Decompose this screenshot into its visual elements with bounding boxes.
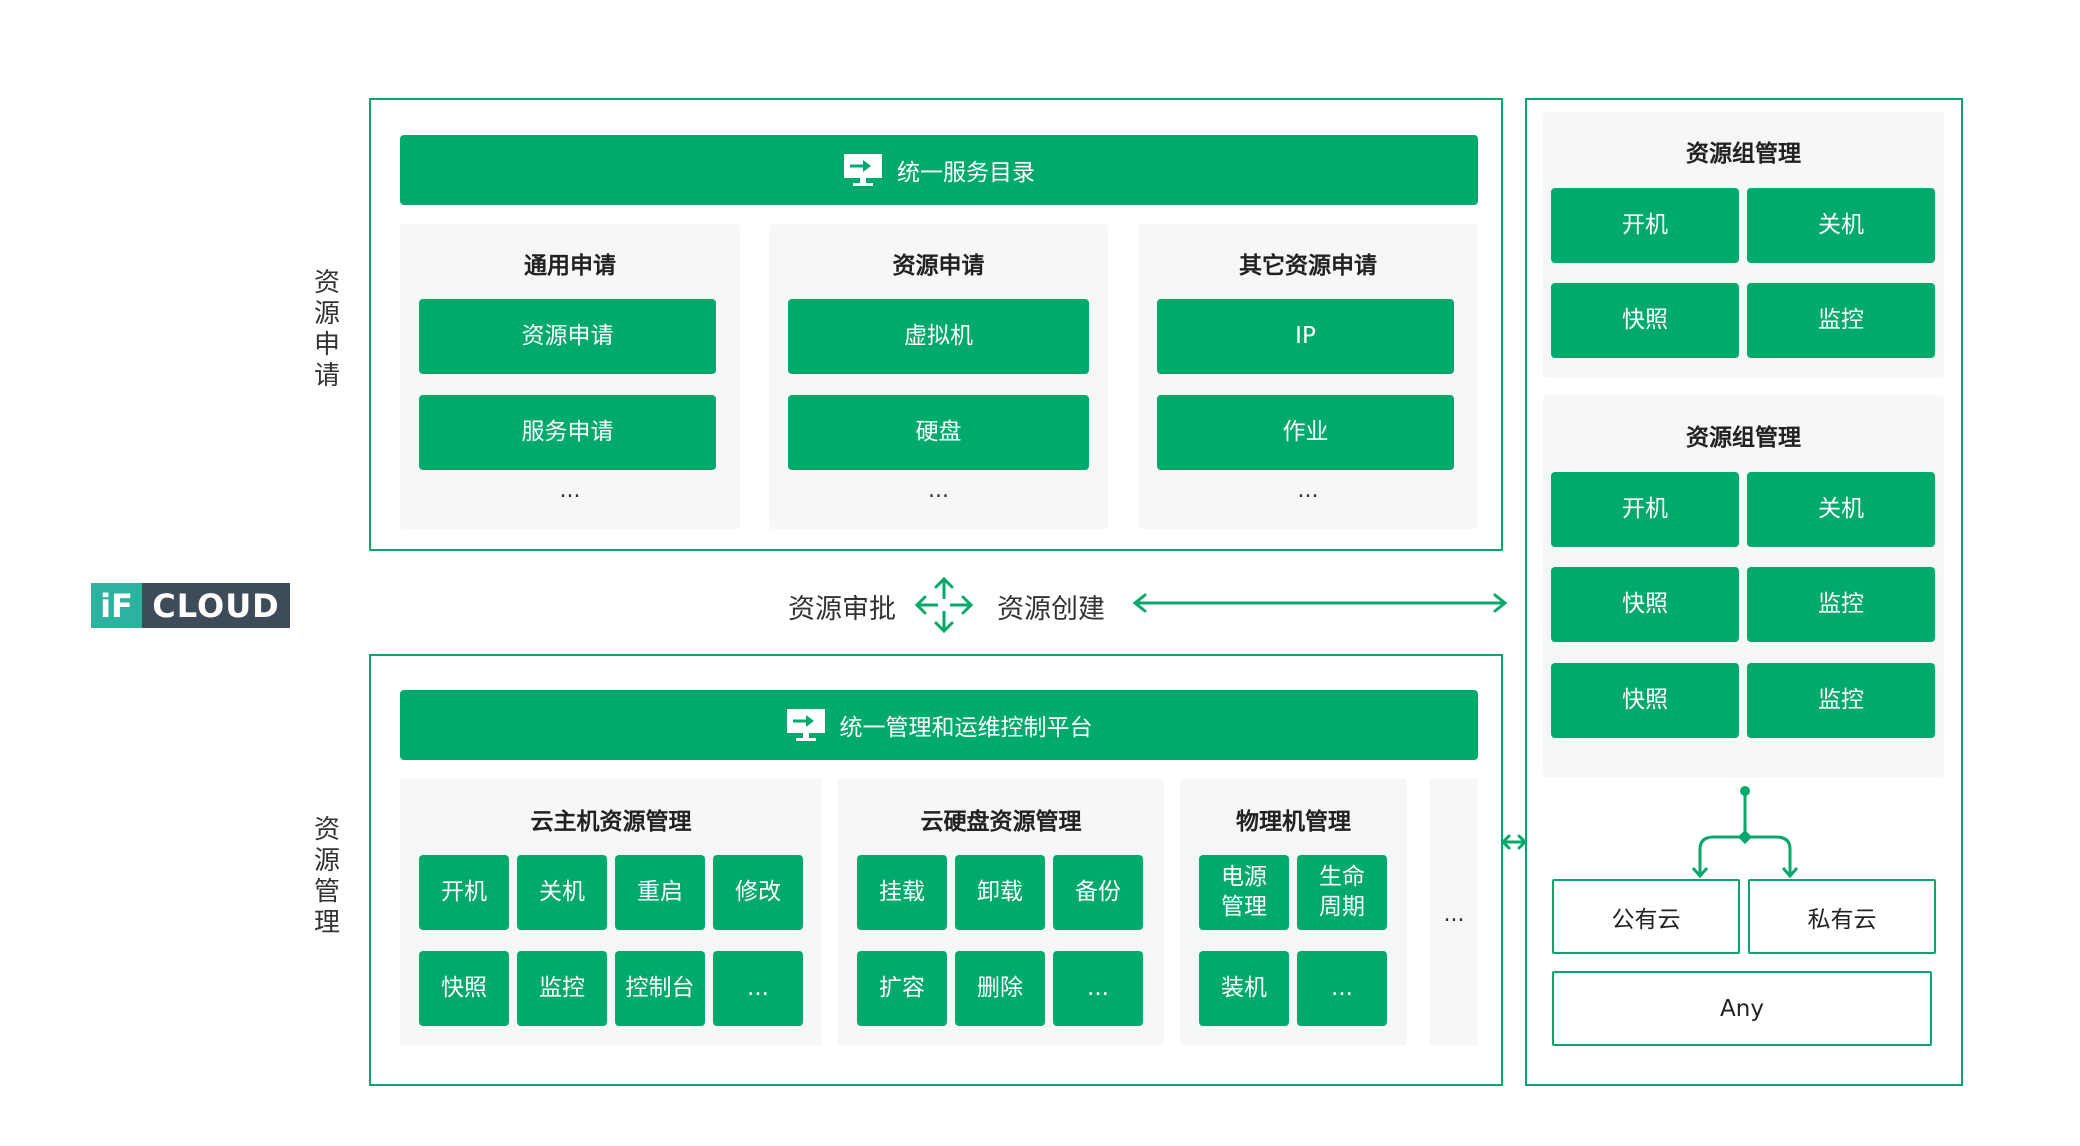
resource-approve-label: 资源审批 — [788, 594, 896, 625]
group2-power-on-button[interactable]: 开机 — [1551, 472, 1739, 547]
resource-apply-more: ... — [928, 478, 949, 503]
group2-monitor-button[interactable]: 监控 — [1747, 567, 1935, 642]
job-button[interactable]: 作业 — [1157, 395, 1454, 470]
service-apply-button[interactable]: 服务申请 — [419, 395, 716, 470]
disk-delete-button[interactable]: 删除 — [955, 951, 1045, 1026]
ops-platform-title: 统一管理和运维控制平台 — [839, 715, 1093, 741]
power-manage-label: 电源管理 — [1221, 863, 1267, 920]
private-cloud-box[interactable]: 私有云 — [1748, 879, 1936, 954]
general-apply-panel — [400, 224, 740, 529]
ops-platform-banner[interactable]: 统一管理和运维控制平台 — [400, 690, 1478, 760]
ip-button[interactable]: IP — [1157, 299, 1454, 374]
disk-unmount-button[interactable]: 卸载 — [955, 855, 1045, 930]
resource-apply-title: 资源申请 — [892, 253, 985, 279]
cloud-host-title: 云主机资源管理 — [530, 809, 692, 835]
cloud-disk-title: 云硬盘资源管理 — [920, 809, 1082, 835]
resource-apply-button[interactable]: 资源申请 — [419, 299, 716, 374]
link-arrow-icon — [1500, 834, 1528, 850]
physical-title: 物理机管理 — [1236, 809, 1351, 835]
lifecycle-label: 生命周期 — [1319, 863, 1365, 920]
any-cloud-box[interactable]: Any — [1552, 971, 1932, 1046]
general-apply-more: ... — [559, 478, 581, 503]
service-catalog-title: 统一服务目录 — [897, 160, 1035, 186]
four-way-arrow-icon — [914, 576, 974, 634]
vm-button[interactable]: 虚拟机 — [788, 299, 1089, 374]
power-manage-button[interactable]: 电源管理 — [1199, 855, 1289, 930]
group1-snapshot-button[interactable]: 快照 — [1551, 283, 1739, 358]
physical-more-button[interactable]: ... — [1297, 951, 1387, 1026]
resource-apply-panel — [769, 224, 1108, 529]
other-apply-title: 其它资源申请 — [1239, 253, 1377, 279]
monitor-arrow-icon — [786, 709, 825, 741]
other-apply-more: ... — [1297, 478, 1319, 503]
general-apply-title: 通用申请 — [524, 253, 616, 279]
group2-snapshot-button[interactable]: 快照 — [1551, 567, 1739, 642]
group1-power-on-button[interactable]: 开机 — [1551, 188, 1739, 263]
group2-snapshot-button-2[interactable]: 快照 — [1551, 663, 1739, 738]
resource-group-title-1: 资源组管理 — [1686, 141, 1801, 167]
ifcloud-logo: iF CLOUD — [91, 583, 290, 628]
disk-mount-button[interactable]: 挂载 — [857, 855, 947, 930]
vm-snapshot-button[interactable]: 快照 — [419, 951, 509, 1026]
service-catalog-banner[interactable]: 统一服务目录 — [400, 135, 1478, 205]
vm-modify-button[interactable]: 修改 — [713, 855, 803, 930]
more-panel — [1430, 778, 1478, 1046]
group2-power-off-button[interactable]: 关机 — [1747, 472, 1935, 547]
disk-more-button[interactable]: ... — [1053, 951, 1143, 1026]
double-arrow-icon — [1132, 593, 1508, 613]
vm-more-button[interactable]: ... — [713, 951, 803, 1026]
logo-if: iF — [91, 583, 142, 628]
disk-expand-button[interactable]: 扩容 — [857, 951, 947, 1026]
install-os-button[interactable]: 装机 — [1199, 951, 1289, 1026]
more-groups: ... — [1443, 902, 1465, 927]
label-resource-apply: 资源申请 — [313, 268, 340, 391]
vm-power-on-button[interactable]: 开机 — [419, 855, 509, 930]
monitor-arrow-icon — [844, 154, 882, 186]
other-apply-panel — [1138, 224, 1478, 529]
public-cloud-box[interactable]: 公有云 — [1552, 879, 1740, 954]
disk-backup-button[interactable]: 备份 — [1053, 855, 1143, 930]
disk-button[interactable]: 硬盘 — [788, 395, 1089, 470]
vm-console-button[interactable]: 控制台 — [615, 951, 705, 1026]
vm-monitor-button[interactable]: 监控 — [517, 951, 607, 1026]
lifecycle-button[interactable]: 生命周期 — [1297, 855, 1387, 930]
resource-group-title-2: 资源组管理 — [1686, 425, 1801, 451]
resource-create-label: 资源创建 — [997, 594, 1105, 625]
group1-power-off-button[interactable]: 关机 — [1747, 188, 1935, 263]
group2-monitor-button-2[interactable]: 监控 — [1747, 663, 1935, 738]
logo-cloud: CLOUD — [142, 583, 290, 628]
vm-restart-button[interactable]: 重启 — [615, 855, 705, 930]
vm-power-off-button[interactable]: 关机 — [517, 855, 607, 930]
group1-monitor-button[interactable]: 监控 — [1747, 283, 1935, 358]
label-resource-manage: 资源管理 — [313, 815, 340, 938]
fork-connector-icon — [1691, 786, 1799, 879]
